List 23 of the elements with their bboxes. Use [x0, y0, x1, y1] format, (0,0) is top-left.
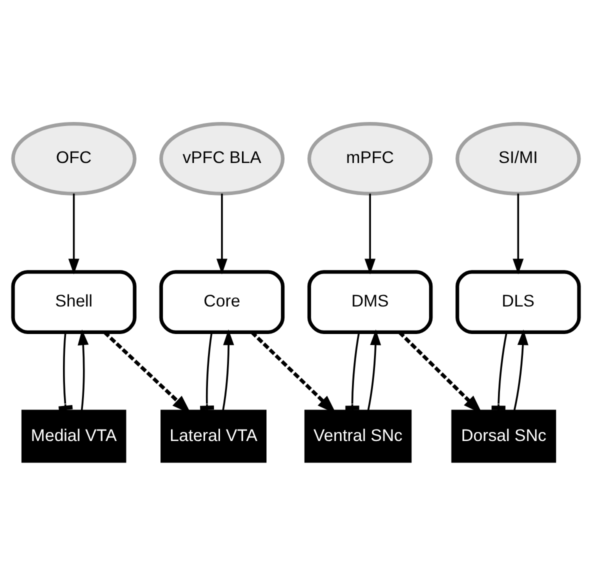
connector [492, 332, 508, 410]
connector [200, 332, 214, 410]
node-box: Ventral SNc [304, 410, 412, 463]
node-ellipse: OFC [11, 122, 136, 196]
node-box: DLS [456, 270, 581, 334]
arrow [512, 194, 524, 274]
node-box: Dorsal SNc [451, 410, 556, 463]
node-ellipse: SI/MI [456, 122, 581, 196]
arrow [367, 329, 382, 410]
node-box: Core [159, 270, 285, 334]
arrow [222, 329, 234, 410]
node-box: DMS [307, 270, 433, 334]
arrow [68, 194, 80, 274]
arrow [514, 329, 528, 410]
arrow [216, 194, 228, 274]
connector [58, 332, 73, 411]
arrow [364, 194, 376, 274]
node-box: Shell [11, 270, 136, 334]
node-box: Medial VTA [21, 410, 126, 463]
node-box: Lateral VTA [160, 410, 266, 463]
node-ellipse: mPFC [307, 122, 433, 196]
node-ellipse: vPFC BLA [159, 122, 285, 196]
arrow [78, 329, 89, 410]
